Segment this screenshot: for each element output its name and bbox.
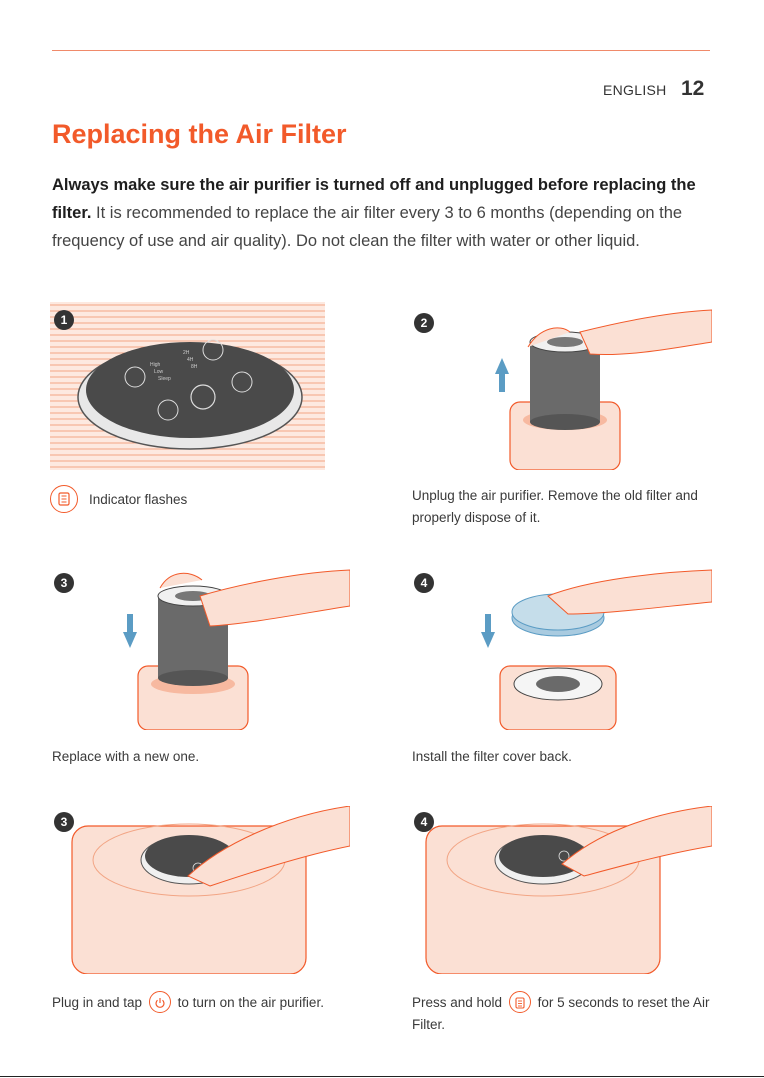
- step1-badge: 1: [54, 310, 74, 330]
- step2-illustration: [480, 302, 712, 470]
- page-title: Replacing the Air Filter: [52, 119, 347, 149]
- panel-label-low: Low: [154, 369, 164, 375]
- language-label: ENGLISH: [603, 82, 667, 98]
- step6-caption-after: for 5 seconds to reset the Air Filter.: [412, 995, 710, 1033]
- top-rule: [52, 50, 710, 51]
- step6-caption-before: Press and hold: [412, 995, 503, 1010]
- step4-caption: Install the filter cover back.: [412, 749, 572, 764]
- step5-caption-before: Plug in and tap: [52, 995, 143, 1010]
- step5-caption-after: to turn on the air purifier.: [177, 995, 324, 1010]
- step5-illustration: [70, 806, 350, 974]
- power-icon: [148, 991, 171, 1014]
- filter-indicator-icon: [508, 991, 531, 1014]
- panel-label-4h: 4H: [187, 357, 194, 363]
- bottom-rule: [0, 1076, 764, 1077]
- step2-badge: 2: [414, 313, 434, 333]
- filter-indicator-icon: [50, 485, 78, 513]
- step4-illustration: [478, 566, 712, 730]
- step2-caption: Unplug the air purifier. Remove the old …: [412, 488, 698, 525]
- intro-text: It is recommended to replace the air fil…: [52, 204, 683, 250]
- step1-caption: Indicator flashes: [89, 492, 188, 507]
- step3-caption: Replace with a new one.: [52, 749, 200, 764]
- step6-illustration: [424, 806, 712, 974]
- step3-badge: 3: [54, 573, 74, 593]
- panel-label-8h: 8H: [191, 364, 198, 370]
- step1-illustration: High Low Sleep 2H 4H 8H: [50, 302, 325, 470]
- step6-badge: 4: [414, 812, 434, 832]
- step5-caption: Plug in and tap to turn on the air purif…: [52, 991, 392, 1014]
- intro-paragraph: Always make sure the air purifier is tur…: [52, 171, 712, 255]
- intro-warning: Always make sure the air purifier is tur…: [52, 176, 696, 222]
- step3-illustration: [120, 566, 350, 730]
- step4-badge: 4: [414, 573, 434, 593]
- panel-label-high: High: [150, 362, 161, 368]
- page-number: 12: [681, 77, 705, 100]
- step6-caption: Press and hold for 5 seconds to reset th…: [412, 991, 722, 1036]
- panel-label-sleep: Sleep: [158, 376, 171, 382]
- panel-label-2h: 2H: [183, 350, 190, 356]
- step5-badge: 3: [54, 812, 74, 832]
